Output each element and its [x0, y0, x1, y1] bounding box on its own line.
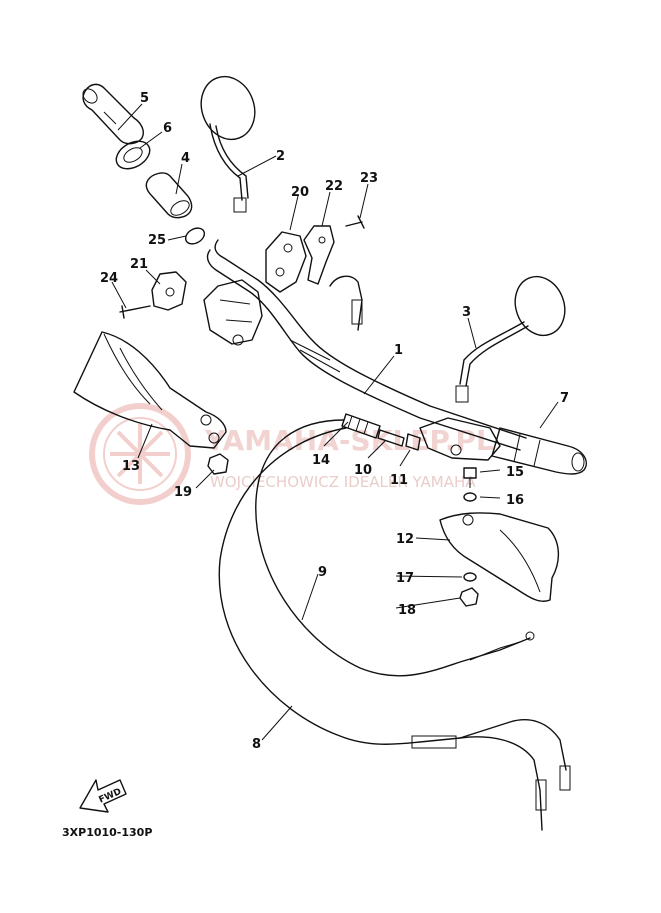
part-adjuster [341, 413, 381, 439]
part-nut-11 [405, 433, 421, 451]
callout-8: 8 [252, 737, 261, 752]
part-lever [303, 225, 335, 285]
part-washer-17 [463, 572, 477, 582]
callout-14: 14 [312, 453, 330, 468]
callout-20: 20 [291, 185, 309, 200]
callout-23: 23 [360, 171, 378, 186]
part-screw-24 [119, 305, 151, 319]
callout-5: 5 [140, 91, 149, 106]
callout-12: 12 [396, 532, 414, 547]
part-bolt-15 [463, 467, 477, 488]
fwd-arrow-icon: FWD [79, 779, 127, 813]
callout-18: 18 [398, 603, 416, 618]
diagram-code: 3XP1010-130P [62, 826, 152, 839]
callout-17: 17 [396, 571, 414, 586]
leader-lines [111, 103, 559, 741]
callout-9: 9 [318, 565, 327, 580]
callout-24: 24 [100, 271, 118, 286]
part-throttle-housing [419, 417, 501, 461]
part-collar [184, 227, 206, 245]
callout-6: 6 [163, 121, 172, 136]
callout-11: 11 [390, 473, 408, 488]
callout-15: 15 [506, 465, 524, 480]
callout-19: 19 [174, 485, 192, 500]
callouts: 5 6 4 2 20 22 23 25 21 24 3 1 7 14 10 11… [100, 91, 569, 752]
callout-25: 25 [148, 233, 166, 248]
callout-10: 10 [354, 463, 372, 478]
callout-21: 21 [130, 257, 148, 272]
part-holder [151, 271, 187, 311]
part-washer-16 [463, 492, 477, 502]
part-switch-left [203, 279, 263, 346]
callout-13: 13 [122, 459, 140, 474]
watermark-subtitle: WOJCIECHOWICZ IDEALER YAMAHA [210, 473, 476, 491]
callout-22: 22 [325, 179, 343, 194]
part-handlebar [206, 239, 527, 451]
watermark-title: YAMAHA-SKLEP.PL [204, 424, 494, 457]
part-cable-8 [218, 427, 571, 831]
part-cable-stub [329, 275, 363, 331]
part-grip-right [491, 427, 587, 475]
fwd-label: FWD [97, 787, 123, 806]
part-bolt-10 [377, 429, 405, 447]
part-nut-19 [207, 453, 229, 475]
part-nut-18 [459, 587, 479, 607]
callout-2: 2 [276, 149, 285, 164]
callout-16: 16 [506, 493, 524, 508]
watermark: YAMAHA-SKLEP.PL WOJCIECHOWICZ IDEALER YA… [89, 403, 494, 505]
part-ring [115, 140, 151, 170]
part-throttle-tube [145, 172, 193, 219]
callout-7: 7 [560, 391, 569, 406]
part-grip-left [82, 83, 144, 145]
callout-3: 3 [462, 305, 471, 320]
part-handguard-right [439, 512, 559, 602]
part-handguard-left [73, 331, 227, 449]
callout-1: 1 [394, 343, 403, 358]
part-mirror-left [200, 75, 256, 213]
part-lever-bracket [265, 231, 307, 293]
part-mirror-right [455, 275, 566, 403]
part-cable-9 [255, 419, 535, 677]
part-screw-23 [345, 215, 365, 229]
callout-4: 4 [181, 151, 190, 166]
